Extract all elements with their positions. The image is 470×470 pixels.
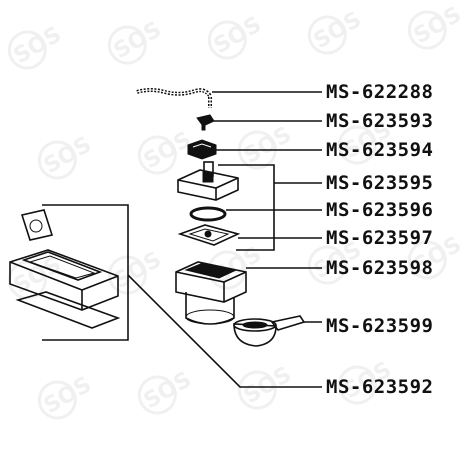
watermark-text: SOS	[40, 132, 96, 179]
watermark-text: SOS	[110, 17, 166, 64]
part-cable[interactable]	[136, 88, 212, 108]
part-label-ms-623595[interactable]: MS-623595	[326, 172, 433, 194]
part-filter-plate[interactable]	[177, 224, 241, 246]
watermark-text: SOS	[140, 127, 196, 174]
part-label-ms-623598[interactable]: MS-623598	[326, 257, 433, 279]
watermark-text: SOS	[10, 22, 66, 69]
leader-lines	[127, 91, 322, 388]
part-label-ms-622288[interactable]: MS-622288	[326, 81, 433, 103]
part-container[interactable]	[175, 261, 247, 325]
part-bracket[interactable]	[187, 139, 217, 160]
watermark-text: SOS	[240, 122, 296, 169]
part-lid[interactable]	[177, 161, 239, 201]
watermark-text: SOS	[240, 362, 296, 409]
part-label-ms-623597[interactable]: MS-623597	[326, 227, 433, 249]
part-label-ms-623596[interactable]: MS-623596	[326, 199, 433, 221]
part-scoop[interactable]	[233, 315, 306, 347]
part-label-ms-623592[interactable]: MS-623592	[326, 376, 433, 398]
part-labels: MS-622288 MS-623593 MS-623594 MS-623595 …	[326, 81, 433, 398]
part-label-ms-623593[interactable]: MS-623593	[326, 110, 433, 132]
watermark-text: SOS	[310, 7, 366, 54]
part-label-ms-623594[interactable]: MS-623594	[326, 139, 433, 161]
part-clip[interactable]	[196, 114, 215, 131]
part-label-ms-623599[interactable]: MS-623599	[326, 315, 433, 337]
part-ring-gasket[interactable]	[189, 206, 227, 222]
watermark-text: SOS	[410, 2, 466, 49]
watermark-text: SOS	[140, 367, 196, 414]
watermark-text: SOS	[210, 12, 266, 59]
watermark-text: SOS	[40, 372, 96, 419]
part-base-assembly[interactable]	[9, 204, 129, 341]
